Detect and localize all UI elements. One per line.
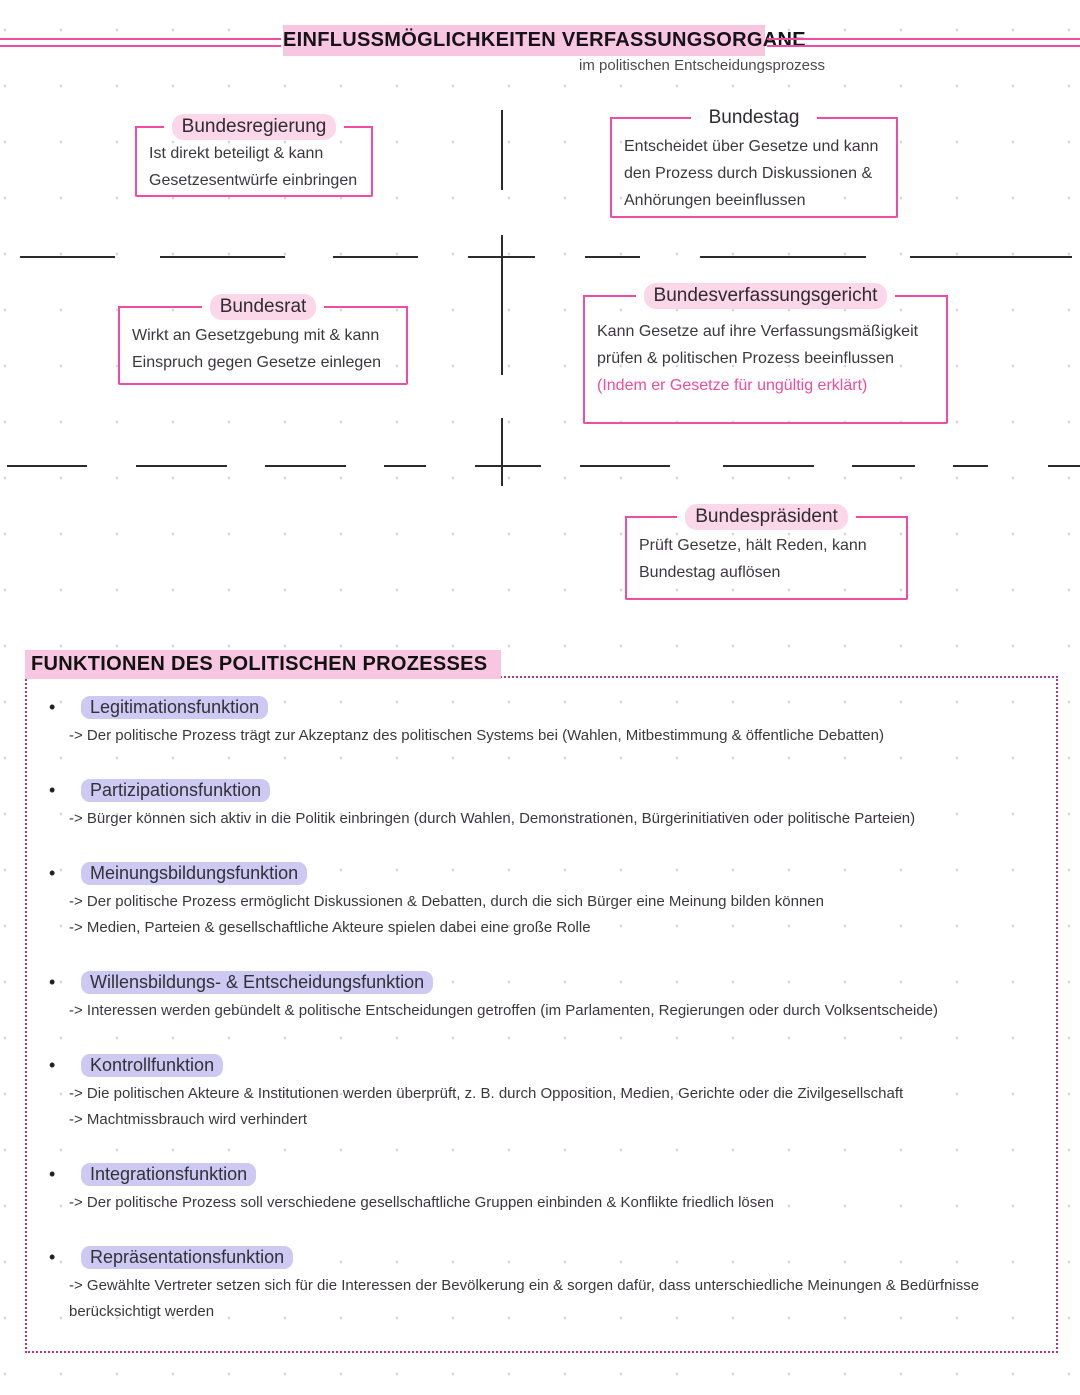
box-header: Bundesverfassungsgericht	[582, 281, 949, 311]
box-title-rule	[817, 116, 899, 120]
connector-vertical-line	[501, 418, 504, 486]
connector-dash	[333, 256, 418, 259]
functions-section-heading: FUNKTIONEN DES POLITISCHEN PROZESSES	[25, 650, 502, 679]
connector-dash	[580, 465, 670, 468]
box-title-rule	[117, 305, 202, 309]
connector-dash	[723, 465, 814, 468]
bullet-dot: •	[49, 971, 56, 992]
functions-box: • Legitimationsfunktion -> Der politisch…	[25, 676, 1058, 1353]
function-point: -> Interessen werden gebündelt & politis…	[69, 1002, 939, 1019]
function-point: -> Medien, Parteien & gesellschaftliche …	[69, 919, 591, 936]
connector-dash	[136, 465, 227, 468]
function-title: Legitimationsfunktion	[81, 695, 269, 719]
connector-vertical-line	[501, 235, 504, 375]
function-point: -> Bürger können sich aktiv in die Polit…	[69, 810, 916, 827]
page-subtitle: im politischen Entscheidungsprozess	[579, 57, 825, 74]
connector-dash	[953, 465, 988, 468]
box-title-rule	[895, 294, 949, 298]
function-title: Kontrollfunktion	[81, 1053, 224, 1077]
title-rule-right	[767, 38, 1080, 47]
connector-vertical-line	[501, 110, 504, 190]
function-point: -> Die politischen Akteure & Institution…	[69, 1085, 904, 1102]
box-title-rule	[855, 515, 909, 519]
connector-dash	[700, 256, 866, 259]
organ-description-line: Prüft Gesetze, hält Reden, kann	[639, 537, 867, 554]
organ-description-line: den Prozess durch Diskussionen &	[624, 165, 873, 182]
connector-dash	[160, 256, 285, 259]
organ-description-line: Gesetzesentwürfe einbringen	[149, 172, 358, 189]
organ-title: Bundesrat	[209, 294, 317, 320]
bullet-dot: •	[49, 779, 56, 800]
organ-description-line: Anhörungen beeinflussen	[624, 192, 806, 209]
organ-description-note: (Indem er Gesetze für ungültig erklärt)	[597, 377, 868, 394]
box-header: Bundespräsident	[624, 502, 909, 532]
box-title-rule	[324, 305, 409, 309]
organ-description-line: Ist direkt beteiligt & kann	[149, 145, 324, 162]
box-header: Bundesrat	[117, 292, 409, 322]
function-item: • Kontrollfunktion -> Die politischen Ak…	[49, 1053, 1056, 1133]
organ-description-line: Wirkt an Gesetzgebung mit & kann	[132, 327, 380, 344]
organ-box-bundespraesident: Bundespräsident Prüft Gesetze, hält Rede…	[624, 504, 909, 600]
organ-box-bundesregierung: Bundesregierung Ist direkt beteiligt & k…	[134, 114, 374, 197]
connector-dash	[475, 465, 541, 468]
function-item: • Repräsentationsfunktion -> Gewählte Ve…	[49, 1245, 1056, 1325]
function-item: • Legitimationsfunktion -> Der politisch…	[49, 695, 1056, 749]
bullet-dot: •	[49, 1163, 56, 1184]
connector-dash	[1048, 465, 1080, 468]
title-rule-left	[0, 38, 281, 47]
function-point: -> Machtmissbrauch wird verhindert	[69, 1111, 308, 1128]
connector-dash	[384, 465, 426, 468]
connector-dash	[910, 256, 1072, 259]
connector-dash	[852, 465, 915, 468]
organ-description-line: Kann Gesetze auf ihre Verfassungsmäßigke…	[597, 323, 919, 340]
function-title: Integrationsfunktion	[81, 1162, 257, 1186]
box-header: Bundestag	[609, 103, 899, 133]
box-title-rule	[344, 125, 374, 129]
connector-dash	[585, 256, 640, 259]
organ-title: Bundespräsident	[685, 504, 848, 530]
organ-description-line: Einspruch gegen Gesetze einlegen	[132, 354, 382, 371]
bullet-dot: •	[49, 862, 56, 883]
organ-title: Bundestag	[698, 105, 810, 131]
box-title-rule	[134, 125, 164, 129]
organ-box-bundestag: Bundestag Entscheidet über Gesetze und k…	[609, 105, 899, 218]
function-title: Willensbildungs- & Entscheidungsfunktion	[81, 970, 434, 994]
organ-description-line: Entscheidet über Gesetze und kann	[624, 138, 879, 155]
connector-dash	[7, 465, 87, 468]
organ-title: Bundesverfassungsgericht	[643, 283, 888, 309]
box-title-rule	[582, 294, 636, 298]
bullet-dot: •	[49, 1246, 56, 1267]
function-item: • Integrationsfunktion -> Der politische…	[49, 1162, 1056, 1216]
connector-dash	[265, 465, 346, 468]
functions-list: • Legitimationsfunktion -> Der politisch…	[27, 678, 1056, 1325]
box-title-rule	[609, 116, 691, 120]
function-item: • Partizipationsfunktion -> Bürger könne…	[49, 778, 1056, 832]
function-point: -> Der politische Prozess trägt zur Akze…	[69, 727, 884, 744]
page-title: EINFLUSSMÖGLICHKEITEN VERFASSUNGSORGANE	[283, 25, 806, 56]
box-title-rule	[624, 515, 678, 519]
bullet-dot: •	[49, 1054, 56, 1075]
box-header: Bundesregierung	[134, 112, 374, 142]
function-item: • Willensbildungs- & Entscheidungsfunkti…	[49, 970, 1056, 1024]
function-point: -> Gewählte Vertreter setzen sich für di…	[69, 1277, 980, 1320]
function-title: Repräsentationsfunktion	[81, 1245, 294, 1269]
organ-description-line: Bundestag auflösen	[639, 564, 781, 581]
organ-box-bundesrat: Bundesrat Wirkt an Gesetzgebung mit & ka…	[117, 294, 409, 385]
function-title: Partizipationsfunktion	[81, 778, 271, 802]
function-point: -> Der politische Prozess ermöglicht Dis…	[69, 893, 824, 910]
organ-box-bundesverfassungsgericht: Bundesverfassungsgericht Kann Gesetze au…	[582, 283, 949, 424]
organ-title: Bundesregierung	[171, 114, 337, 140]
function-item: • Meinungsbildungsfunktion -> Der politi…	[49, 861, 1056, 941]
connector-dash	[20, 256, 115, 259]
function-point: -> Der politische Prozess soll verschied…	[69, 1194, 774, 1211]
organ-description-line: prüfen & politischen Prozess beeinflusse…	[597, 350, 895, 367]
function-title: Meinungsbildungsfunktion	[81, 861, 308, 885]
bullet-dot: •	[49, 696, 56, 717]
